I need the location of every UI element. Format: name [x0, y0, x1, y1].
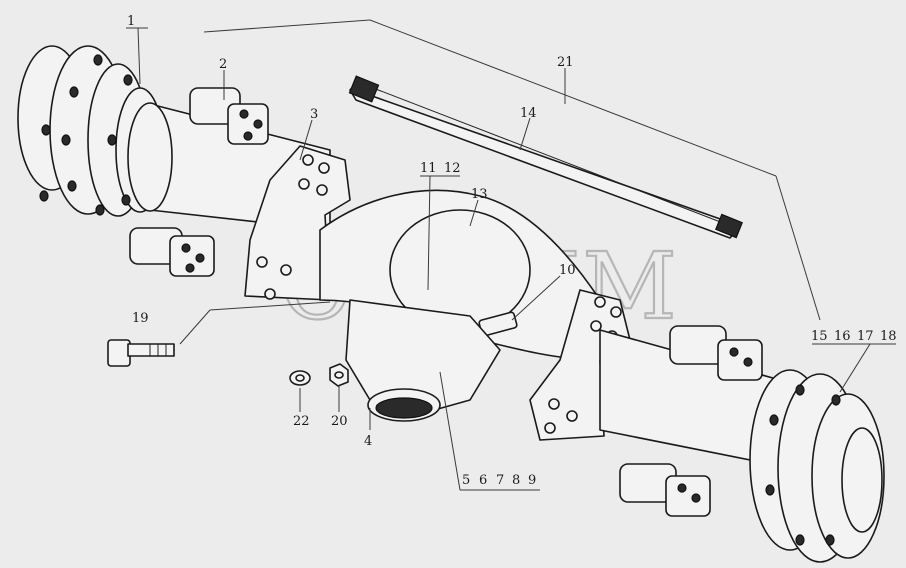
callout-22: 22 — [293, 414, 310, 429]
brake-chamber-upper-right — [669, 325, 763, 381]
right-hub-part-15-18 — [749, 369, 885, 563]
callout-18: 18 — [880, 329, 897, 344]
callout-3: 3 — [310, 107, 318, 122]
callout-5: 5 — [462, 473, 470, 488]
final-drive-part-4 — [345, 299, 501, 422]
brake-chamber-lower-left — [129, 227, 215, 277]
callout-13: 13 — [471, 187, 488, 202]
callout-14: 14 — [520, 106, 537, 121]
leader-lines — [126, 19, 896, 491]
callout-1: 1 — [127, 14, 135, 29]
callout-4: 4 — [364, 434, 372, 449]
brake-chamber-part-2 — [189, 87, 269, 145]
brake-chamber-lower-right — [619, 463, 711, 517]
callout-8: 8 — [512, 473, 520, 488]
callout-15: 15 — [811, 329, 828, 344]
callout-6: 6 — [479, 473, 487, 488]
callout-10: 10 — [559, 263, 576, 278]
callout-16: 16 — [834, 329, 851, 344]
callout-7: 7 — [496, 473, 504, 488]
washer-part-22 — [289, 370, 311, 386]
callout-2: 2 — [219, 57, 227, 72]
callout-12: 12 — [444, 161, 461, 176]
callout-17: 17 — [857, 329, 874, 344]
axle-shaft-part-14 — [348, 75, 743, 239]
callout-labels: 1 2 3 4 5 6 7 8 9 10 11 12 13 14 15 16 1… — [127, 14, 897, 488]
callout-19: 19 — [132, 311, 149, 326]
callout-20: 20 — [331, 414, 348, 429]
callout-21: 21 — [557, 55, 574, 70]
nut-part-20 — [329, 363, 349, 387]
bolt-part-19 — [107, 339, 175, 367]
callout-9: 9 — [528, 473, 536, 488]
callout-11: 11 — [420, 161, 437, 176]
axle-housing-part-13 — [319, 189, 601, 361]
